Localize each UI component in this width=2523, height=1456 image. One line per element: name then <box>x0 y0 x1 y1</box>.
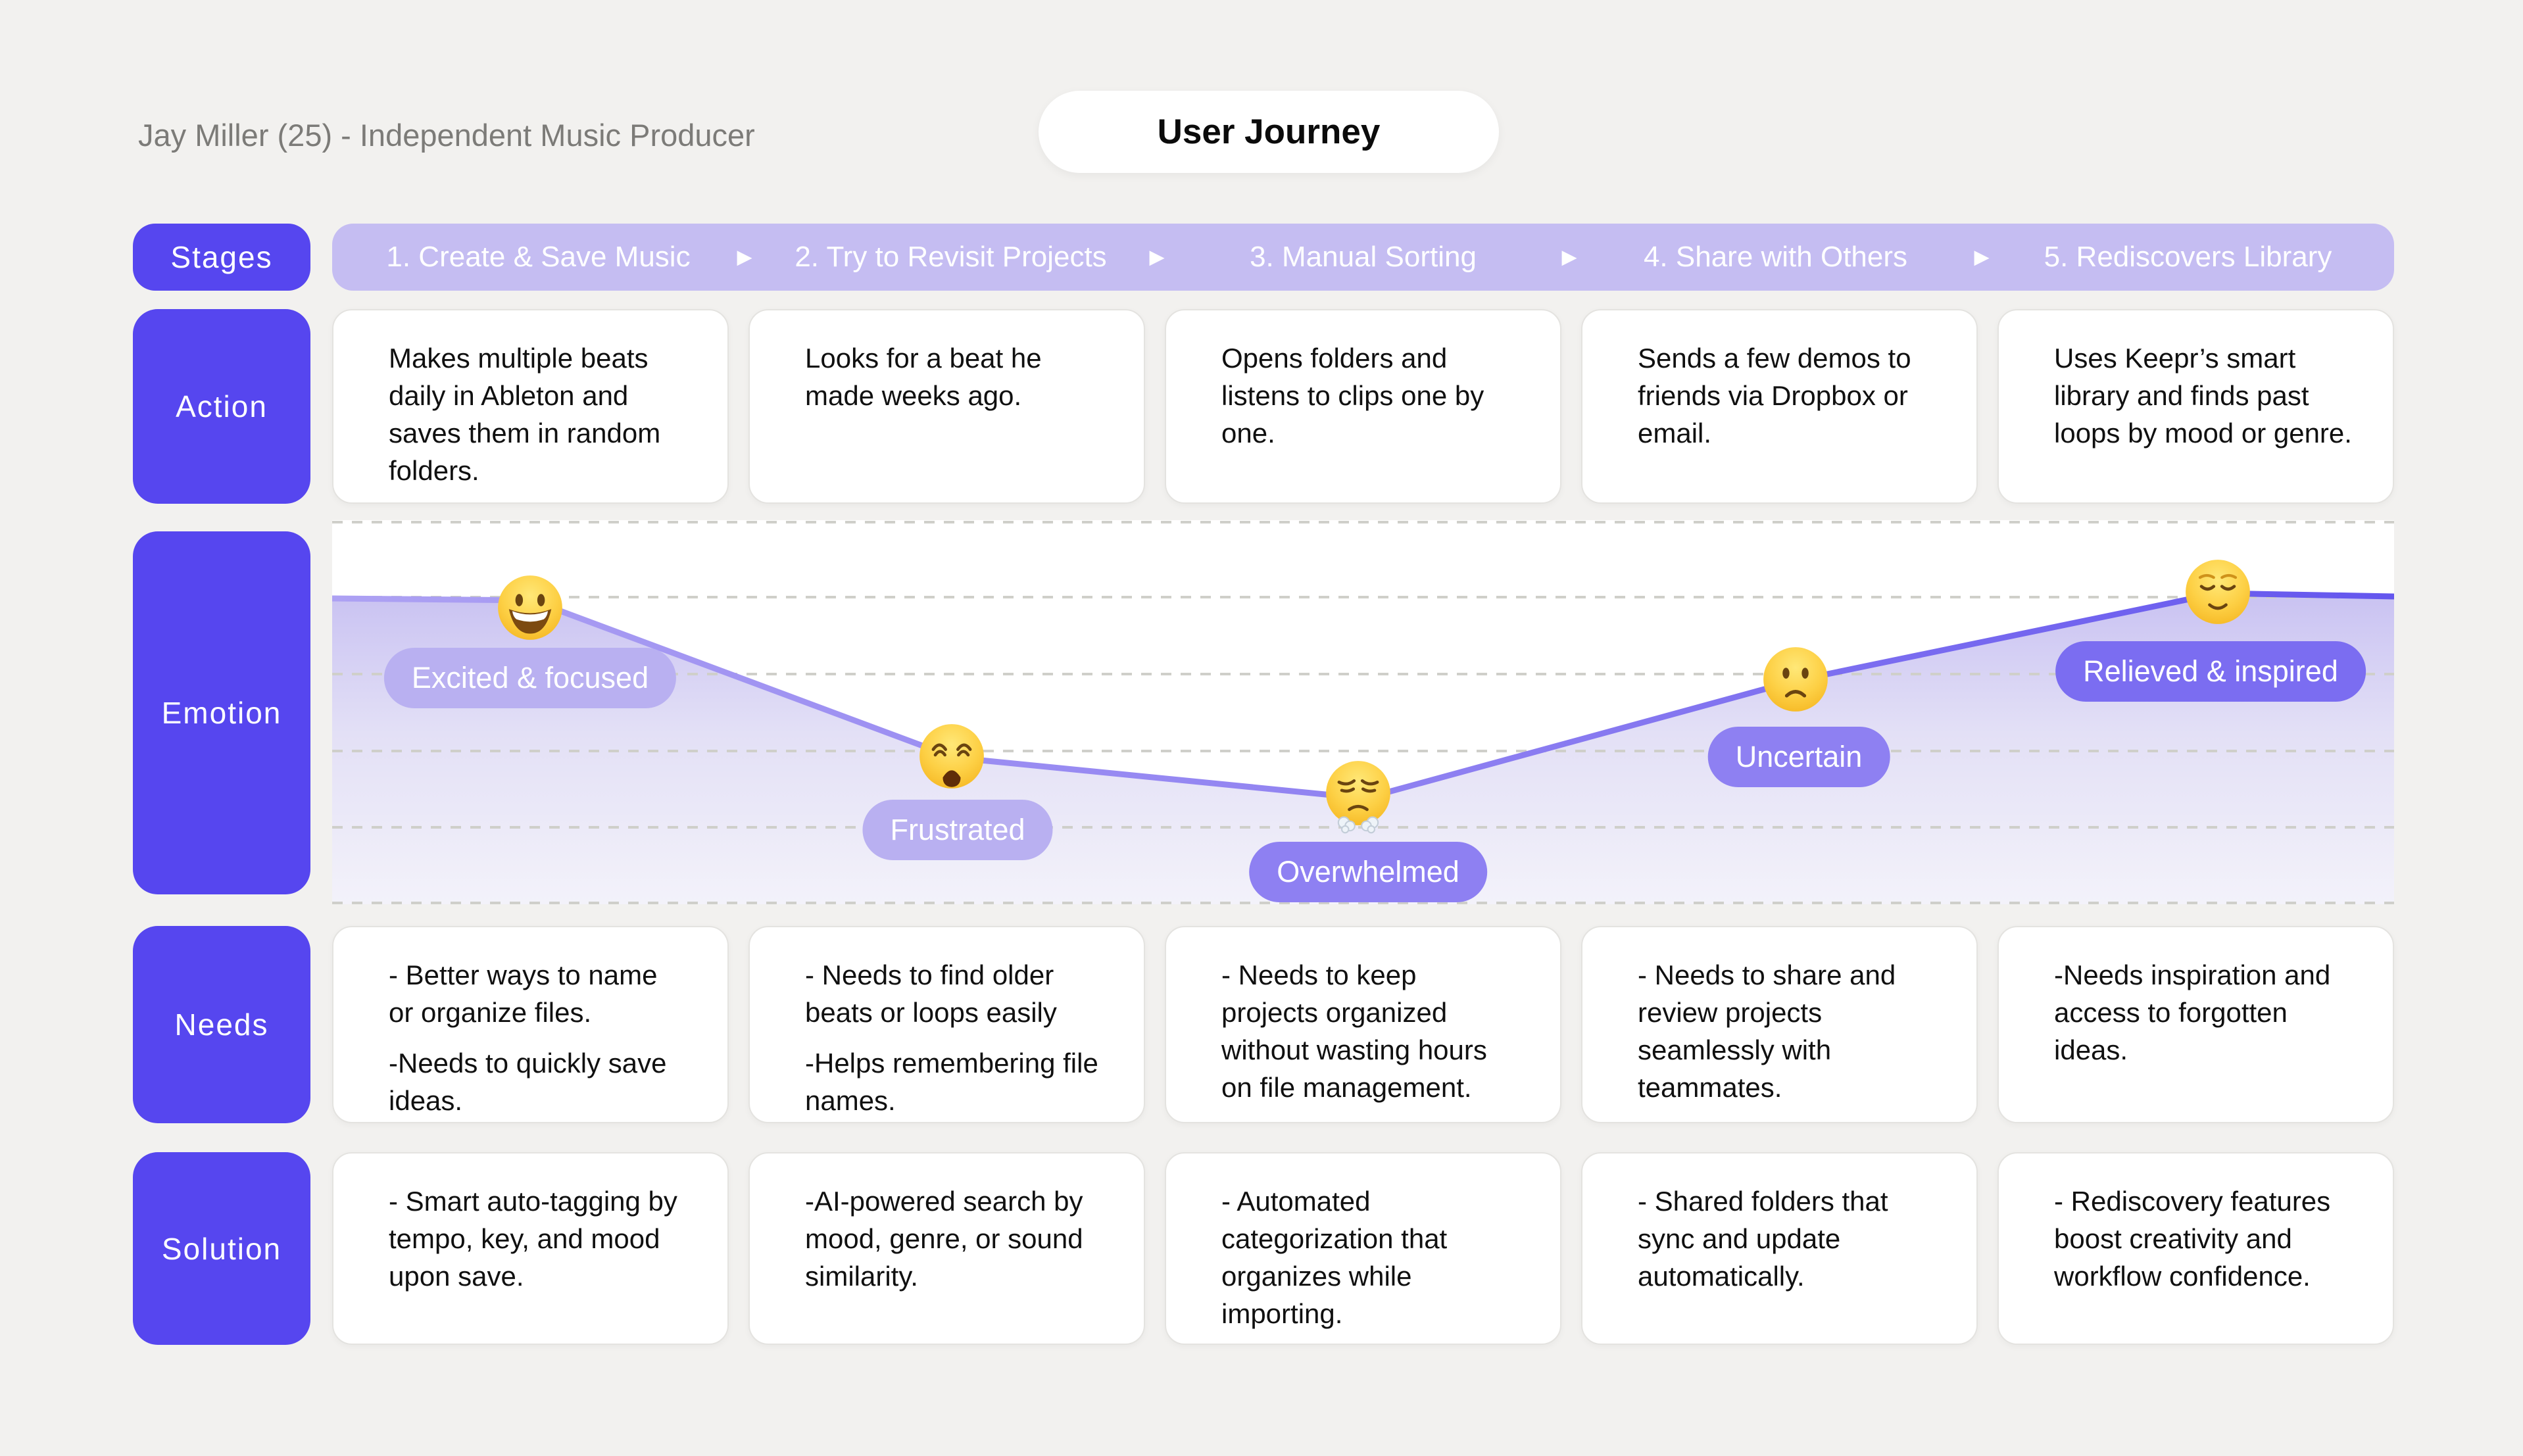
emotion-label-uncertain: Uncertain <box>1707 727 1890 787</box>
action-card-4: Sends a few demos to friends via Dropbox… <box>1581 309 1978 504</box>
grinning-face-icon <box>496 573 564 642</box>
face-with-steam-from-nose-icon <box>1324 759 1392 834</box>
solution-card-2: -AI-powered search by mood, genre, or so… <box>748 1152 1145 1345</box>
weary-face-icon <box>918 722 986 790</box>
solution-card-1: - Smart auto-tagging by tempo, key, and … <box>332 1152 729 1345</box>
needs-card-4: - Needs to share and review projects sea… <box>1581 926 1978 1123</box>
action-card-3: Opens folders and listens to clips one b… <box>1165 309 1561 504</box>
stage-2-try-to-revisit-projects: 2. Try to Revisit Projects <box>795 241 1107 273</box>
action-card-1: Makes multiple beats daily in Ableton an… <box>332 309 729 504</box>
arrow-right-icon: ▶ <box>1561 246 1577 268</box>
stage-3-manual-sorting: 3. Manual Sorting <box>1250 241 1477 273</box>
action-card-2: Looks for a beat he made weeks ago. <box>748 309 1145 504</box>
emotion-label-overwhelmed: Overwhelmed <box>1249 842 1487 902</box>
solution-row: - Smart auto-tagging by tempo, key, and … <box>332 1152 2394 1345</box>
action-card-5: Uses Keepr’s smart library and finds pas… <box>1997 309 2394 504</box>
confused-face-icon <box>1761 645 1830 714</box>
row-label-emotion: Emotion <box>133 531 310 894</box>
row-label-needs: Needs <box>133 926 310 1123</box>
solution-card-5: - Rediscovery features boost creativity … <box>1997 1152 2394 1345</box>
needs-card-1: - Better ways to name or organize files.… <box>332 926 729 1123</box>
relieved-face-icon <box>2184 558 2252 626</box>
needs-card-3: - Needs to keep projects organized witho… <box>1165 926 1561 1123</box>
solution-card-4: - Shared folders that sync and update au… <box>1581 1152 1978 1345</box>
emotion-chart: Excited & focused Frustrated Overwhelmed… <box>332 520 2394 904</box>
stage-4-share-with-others: 4. Share with Others <box>1643 241 1908 273</box>
stages-bar: 1. Create & Save Music 2. Try to Revisit… <box>332 224 2394 291</box>
emotion-label-relieved-inspired: Relieved & inspired <box>2055 641 2366 702</box>
row-label-stages: Stages <box>133 224 310 291</box>
stage-1-create-save-music: 1. Create & Save Music <box>386 241 691 273</box>
arrow-right-icon: ▶ <box>1974 246 1990 268</box>
row-label-solution: Solution <box>133 1152 310 1345</box>
action-row: Makes multiple beats daily in Ableton an… <box>332 309 2394 504</box>
arrow-right-icon: ▶ <box>737 246 752 268</box>
arrow-right-icon: ▶ <box>1149 246 1165 268</box>
emotion-label-excited-focused: Excited & focused <box>383 648 677 708</box>
page-title-pill: User Journey <box>1039 91 1499 173</box>
stage-5-rediscovers-library: 5. Rediscovers Library <box>2044 241 2332 273</box>
needs-card-2: - Needs to find older beats or loops eas… <box>748 926 1145 1123</box>
row-label-action: Action <box>133 309 310 504</box>
needs-row: - Better ways to name or organize files.… <box>332 926 2394 1123</box>
emotion-label-frustrated: Frustrated <box>862 800 1053 860</box>
needs-card-5: -Needs inspiration and access to forgott… <box>1997 926 2394 1123</box>
persona-title: Jay Miller (25) - Independent Music Prod… <box>138 118 755 153</box>
solution-card-3: - Automated categorization that organize… <box>1165 1152 1561 1345</box>
page-title: User Journey <box>1157 112 1381 151</box>
